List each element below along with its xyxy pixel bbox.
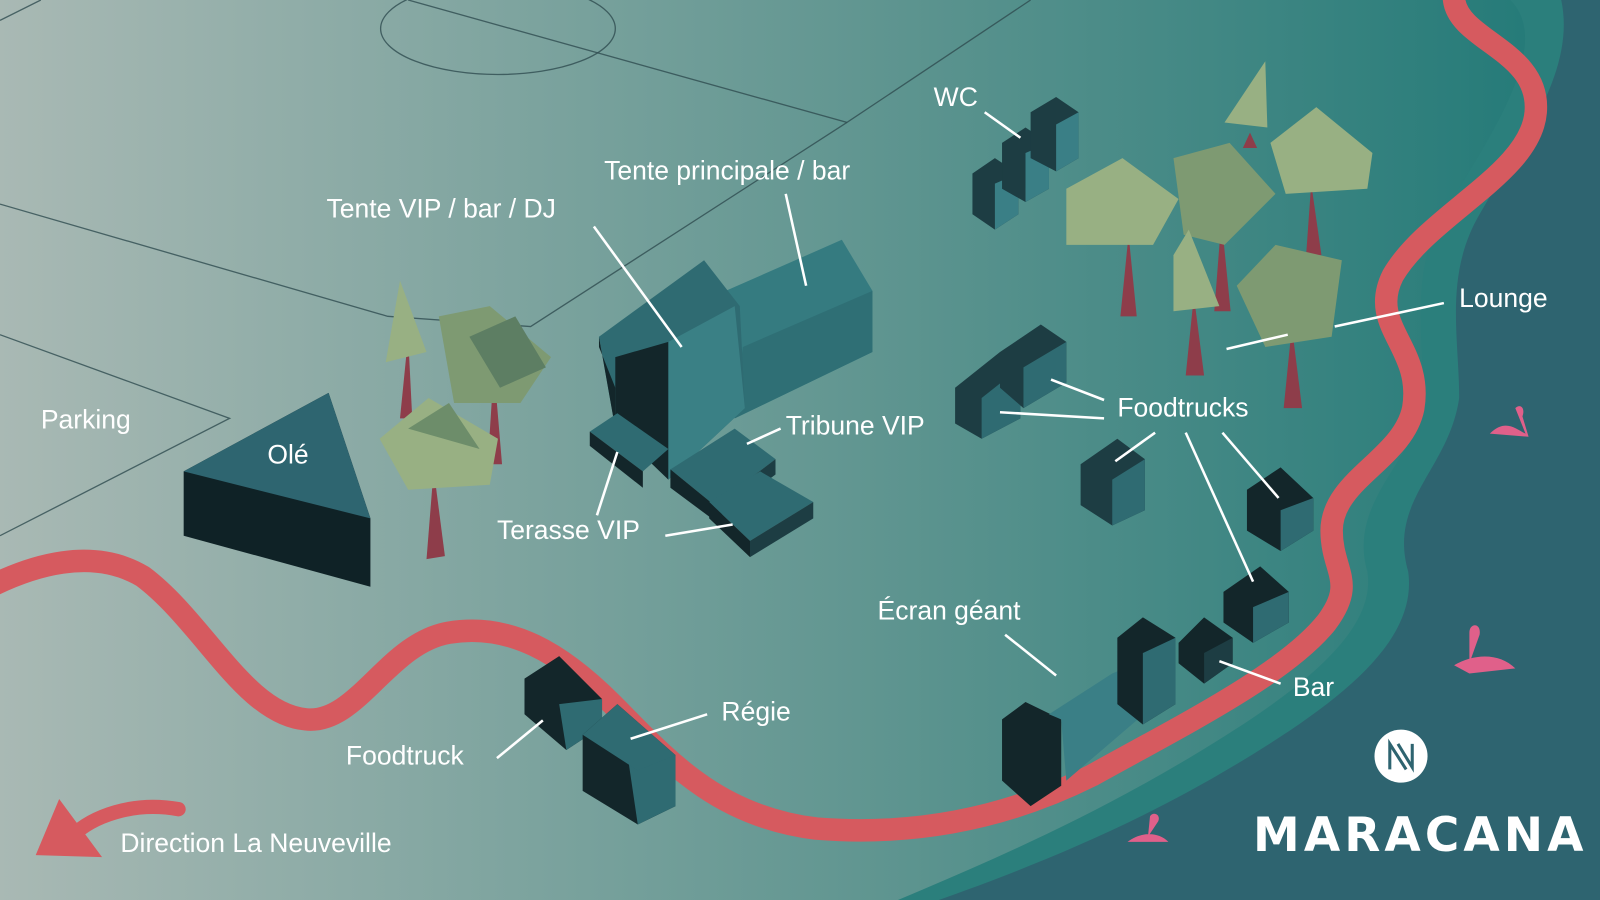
flamingo-icon [1127,406,1529,842]
label-foodtrucks: Foodtrucks [1117,392,1248,422]
label-tente-principale: Tente principale / bar [604,156,850,186]
label-tente-vip: Tente VIP / bar / DJ [327,193,556,223]
foodtruck-and-regie [524,656,676,825]
wc-cabins [972,96,1079,230]
lake [938,0,1600,900]
label-bar: Bar [1293,672,1334,702]
label-terasse-vip: Terasse VIP [497,515,640,545]
trees-right [1066,61,1373,409]
maracana-logo: MARACANA [1253,729,1587,863]
label-ecran-geant: Écran géant [878,595,1022,625]
bar-building [1178,617,1233,684]
label-wc: WC [934,82,978,112]
logo-text: MARACANA [1253,808,1587,863]
ecran-geant [1002,617,1176,807]
label-parking: Parking [41,405,131,435]
trees-left [379,280,552,560]
label-direction: Direction La Neuveville [120,828,391,858]
label-foodtruck: Foodtruck [346,740,465,770]
ole-stage [183,392,371,587]
label-lounge: Lounge [1459,283,1547,313]
foodtrucks-cluster [955,324,1314,643]
logo-monogram-icon [1374,729,1428,783]
tente-principale [714,239,873,419]
terasse-vip [589,413,814,558]
label-tribune-vip: Tribune VIP [786,411,925,441]
walking-path [0,0,1547,842]
direction-arrow-icon [35,798,186,858]
leader-lines [496,111,1445,760]
label-ole: Olé [267,439,308,469]
label-regie: Régie [721,696,790,726]
